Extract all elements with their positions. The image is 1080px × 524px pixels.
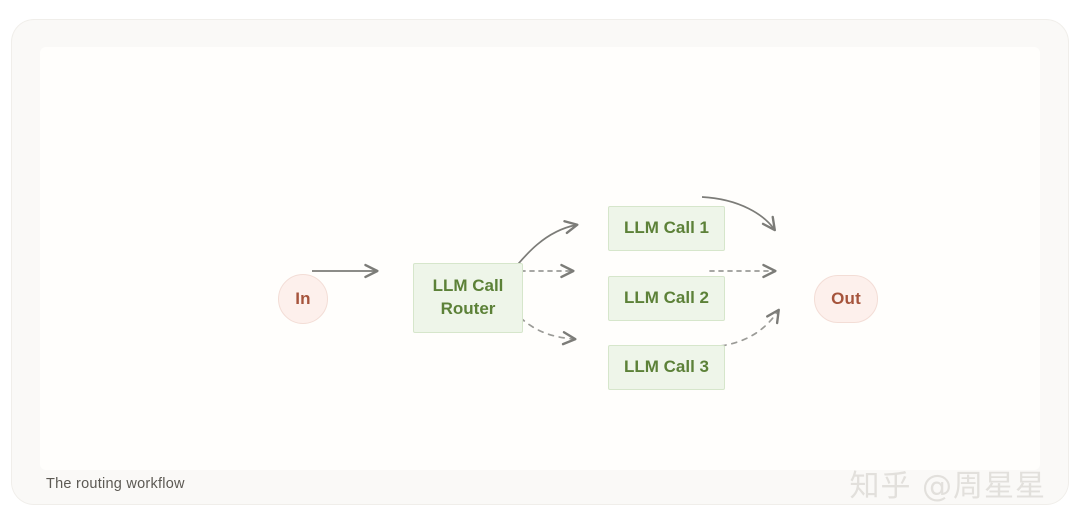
node-router-line2: Router [440, 299, 496, 318]
diagram-panel: In LLM Call Router LLM Call 1 LLM Call 2… [40, 47, 1040, 470]
node-llm-call-2[interactable]: LLM Call 2 [608, 276, 725, 321]
figure-caption: The routing workflow [46, 476, 185, 492]
caption-bar: The routing workflow 知乎 @周星星 [12, 470, 1068, 504]
node-in[interactable]: In [278, 274, 328, 324]
node-llm-call-3[interactable]: LLM Call 3 [608, 345, 725, 390]
figure-card: In LLM Call Router LLM Call 1 LLM Call 2… [12, 20, 1068, 504]
zhihu-watermark: 知乎 @周星星 [849, 469, 1046, 504]
node-llm-call-router[interactable]: LLM Call Router [413, 263, 523, 333]
node-llm-call-1[interactable]: LLM Call 1 [608, 206, 725, 251]
node-router-line1: LLM Call [432, 276, 504, 296]
node-out[interactable]: Out [814, 275, 878, 323]
arrow-layer [312, 196, 780, 348]
